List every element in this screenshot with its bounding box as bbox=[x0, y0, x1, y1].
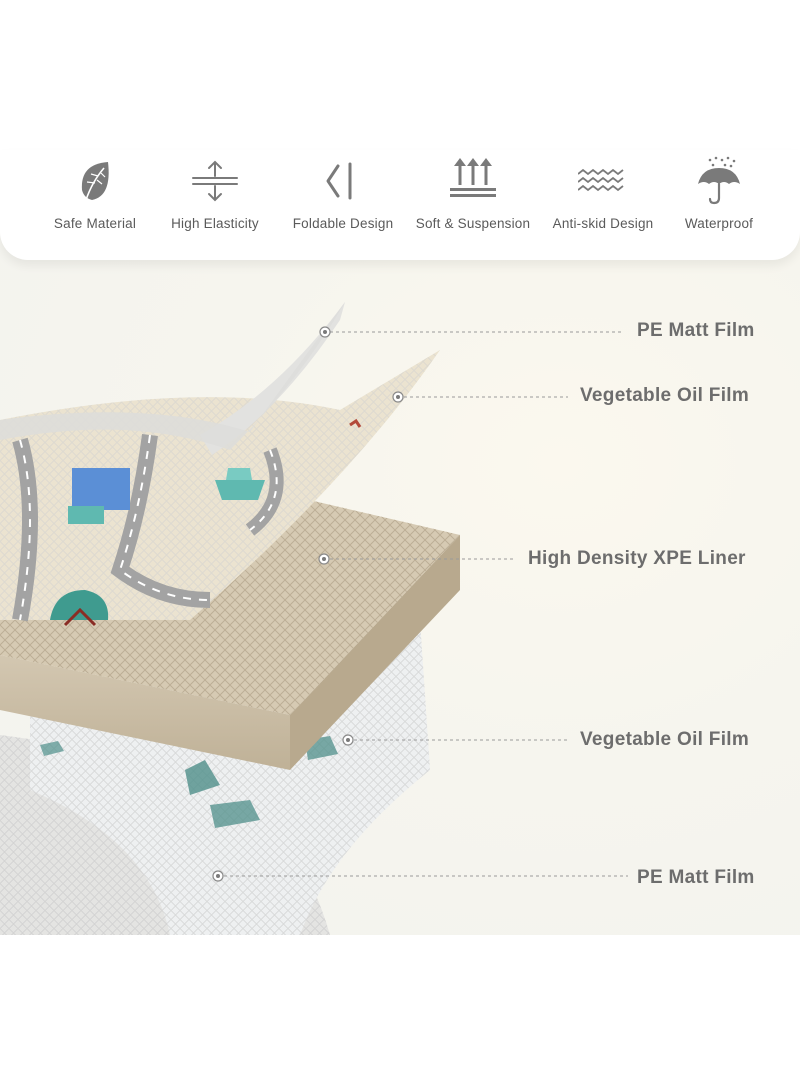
fold-icon bbox=[326, 162, 352, 200]
feature-foldable-design: Foldable Design bbox=[278, 150, 408, 260]
feature-safe-material: Safe Material bbox=[30, 150, 160, 260]
wave-lines-icon bbox=[578, 168, 624, 192]
feature-label: Safe Material bbox=[53, 216, 137, 231]
callout-lines bbox=[224, 331, 628, 877]
top-pe-film-sheet bbox=[200, 302, 345, 455]
feature-label: Soft & Suspension bbox=[415, 216, 531, 231]
xpe-liner-front-face bbox=[0, 655, 290, 770]
layer-label-pe-matt-film-top: PE Matt Film bbox=[637, 320, 755, 341]
feature-soft-suspension: Soft & Suspension bbox=[408, 150, 538, 260]
feature-label: High Elasticity bbox=[171, 216, 259, 231]
up-arrows-icon bbox=[450, 158, 496, 197]
feature-label: Waterproof bbox=[684, 216, 754, 231]
mat-layer-illustration bbox=[0, 302, 628, 935]
printed-teal-boat bbox=[215, 480, 265, 500]
layer-label-xpe-liner: High Density XPE Liner bbox=[528, 548, 746, 569]
printed-tree bbox=[50, 590, 109, 620]
feature-bar: Safe Material High Elasticity Foldable D… bbox=[0, 150, 800, 260]
printed-blue-building bbox=[72, 468, 130, 510]
feature-label: Anti-skid Design bbox=[552, 216, 654, 231]
printed-road-2 bbox=[110, 433, 211, 608]
feature-label: Foldable Design bbox=[292, 216, 394, 231]
xpe-liner-right-face bbox=[290, 535, 460, 770]
layer-label-pe-matt-film-bottom: PE Matt Film bbox=[637, 867, 755, 888]
feature-waterproof: Waterproof bbox=[654, 150, 784, 260]
layer-label-vegetable-oil-film-top: Vegetable Oil Film bbox=[580, 385, 750, 406]
umbrella-icon bbox=[698, 156, 740, 205]
feature-high-elasticity: High Elasticity bbox=[150, 150, 280, 260]
leaf-icon bbox=[81, 162, 109, 201]
feature-anti-skid-design: Anti-skid Design bbox=[538, 150, 668, 260]
layer-label-vegetable-oil-film-bottom: Vegetable Oil Film bbox=[580, 729, 750, 750]
elasticity-arrows-icon bbox=[192, 160, 238, 202]
